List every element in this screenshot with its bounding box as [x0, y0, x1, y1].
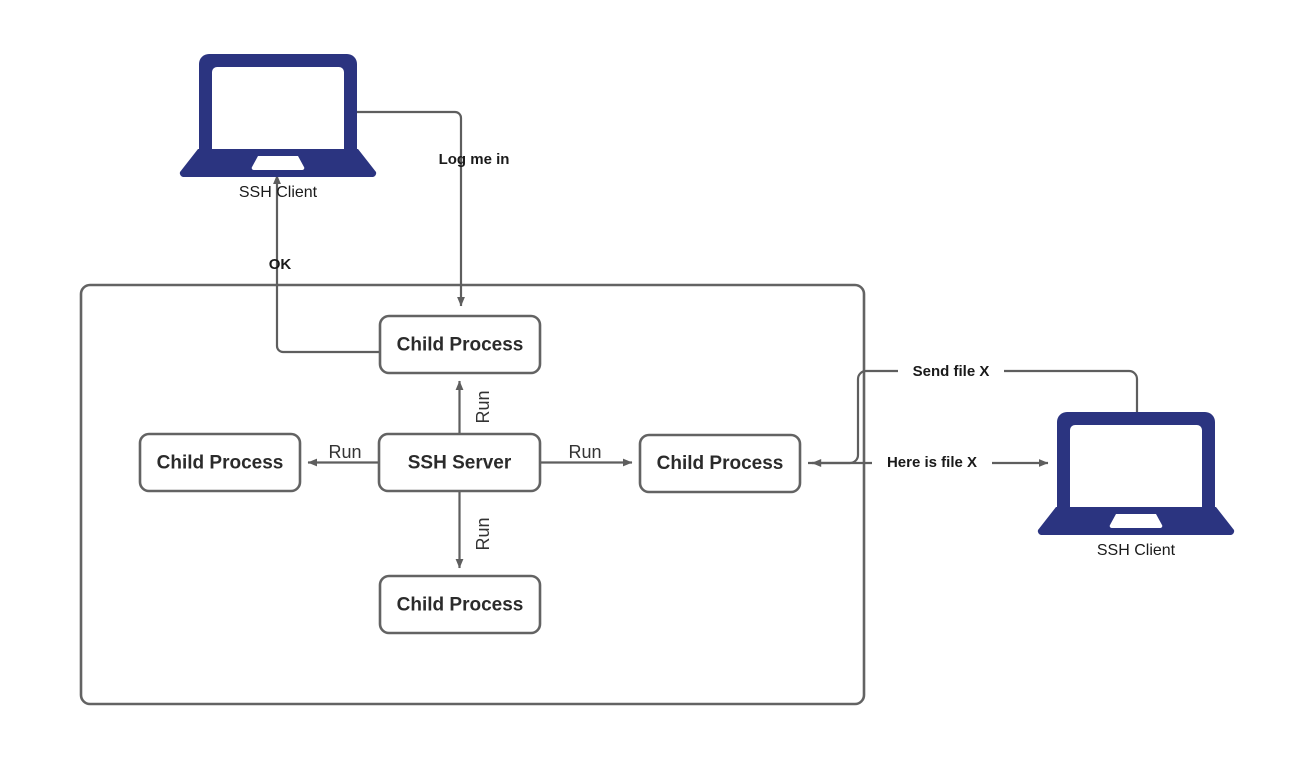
server-host-container — [79, 283, 866, 706]
node-child-process-top[interactable]: Child Process — [378, 314, 542, 375]
label-knockout — [898, 363, 1004, 380]
edge-label-run-right: Run — [568, 442, 601, 462]
edge-label-send-file-x: Send file X — [913, 363, 990, 380]
node-box — [378, 314, 542, 375]
node-label: Child Process — [657, 453, 784, 474]
node-box — [378, 574, 542, 635]
node-ssh-server[interactable]: SSH Server — [377, 432, 542, 493]
node-box — [638, 433, 802, 494]
edge-log-me-in — [357, 110, 465, 307]
node-box — [138, 432, 302, 493]
edge-label-here-is-file-x: Here is file X — [887, 454, 977, 471]
node-label: Child Process — [157, 453, 284, 474]
laptop-icon — [1057, 412, 1215, 510]
edge-label-log-me-in: Log me in — [439, 151, 510, 168]
node-child-process-left[interactable]: Child Process — [138, 432, 302, 493]
node-box — [377, 432, 542, 493]
edge-label-ok: OK — [269, 256, 292, 273]
node-child-process-bottom[interactable]: Child Process — [378, 574, 542, 635]
node-label: SSH Server — [408, 453, 512, 474]
ssh-client-right-laptop[interactable] — [1037, 412, 1235, 535]
node-label: Child Process — [397, 335, 524, 356]
node-label: Child Process — [397, 595, 524, 616]
edge-label-run-down: Run — [473, 517, 493, 550]
laptop-icon — [199, 54, 357, 152]
caption-ssh-client-right: SSH Client — [1097, 542, 1176, 559]
edge-label-run-left: Run — [328, 442, 361, 462]
edge-ok — [273, 174, 380, 354]
caption-ssh-client-left: SSH Client — [239, 184, 318, 201]
laptop-trackpad-icon — [251, 156, 305, 171]
edge-label-run-up: Run — [473, 390, 493, 423]
node-child-process-right[interactable]: Child Process — [638, 433, 802, 494]
laptop-trackpad-icon — [1109, 514, 1163, 529]
label-knockout — [872, 454, 992, 471]
ssh-client-left-laptop[interactable] — [179, 54, 377, 177]
